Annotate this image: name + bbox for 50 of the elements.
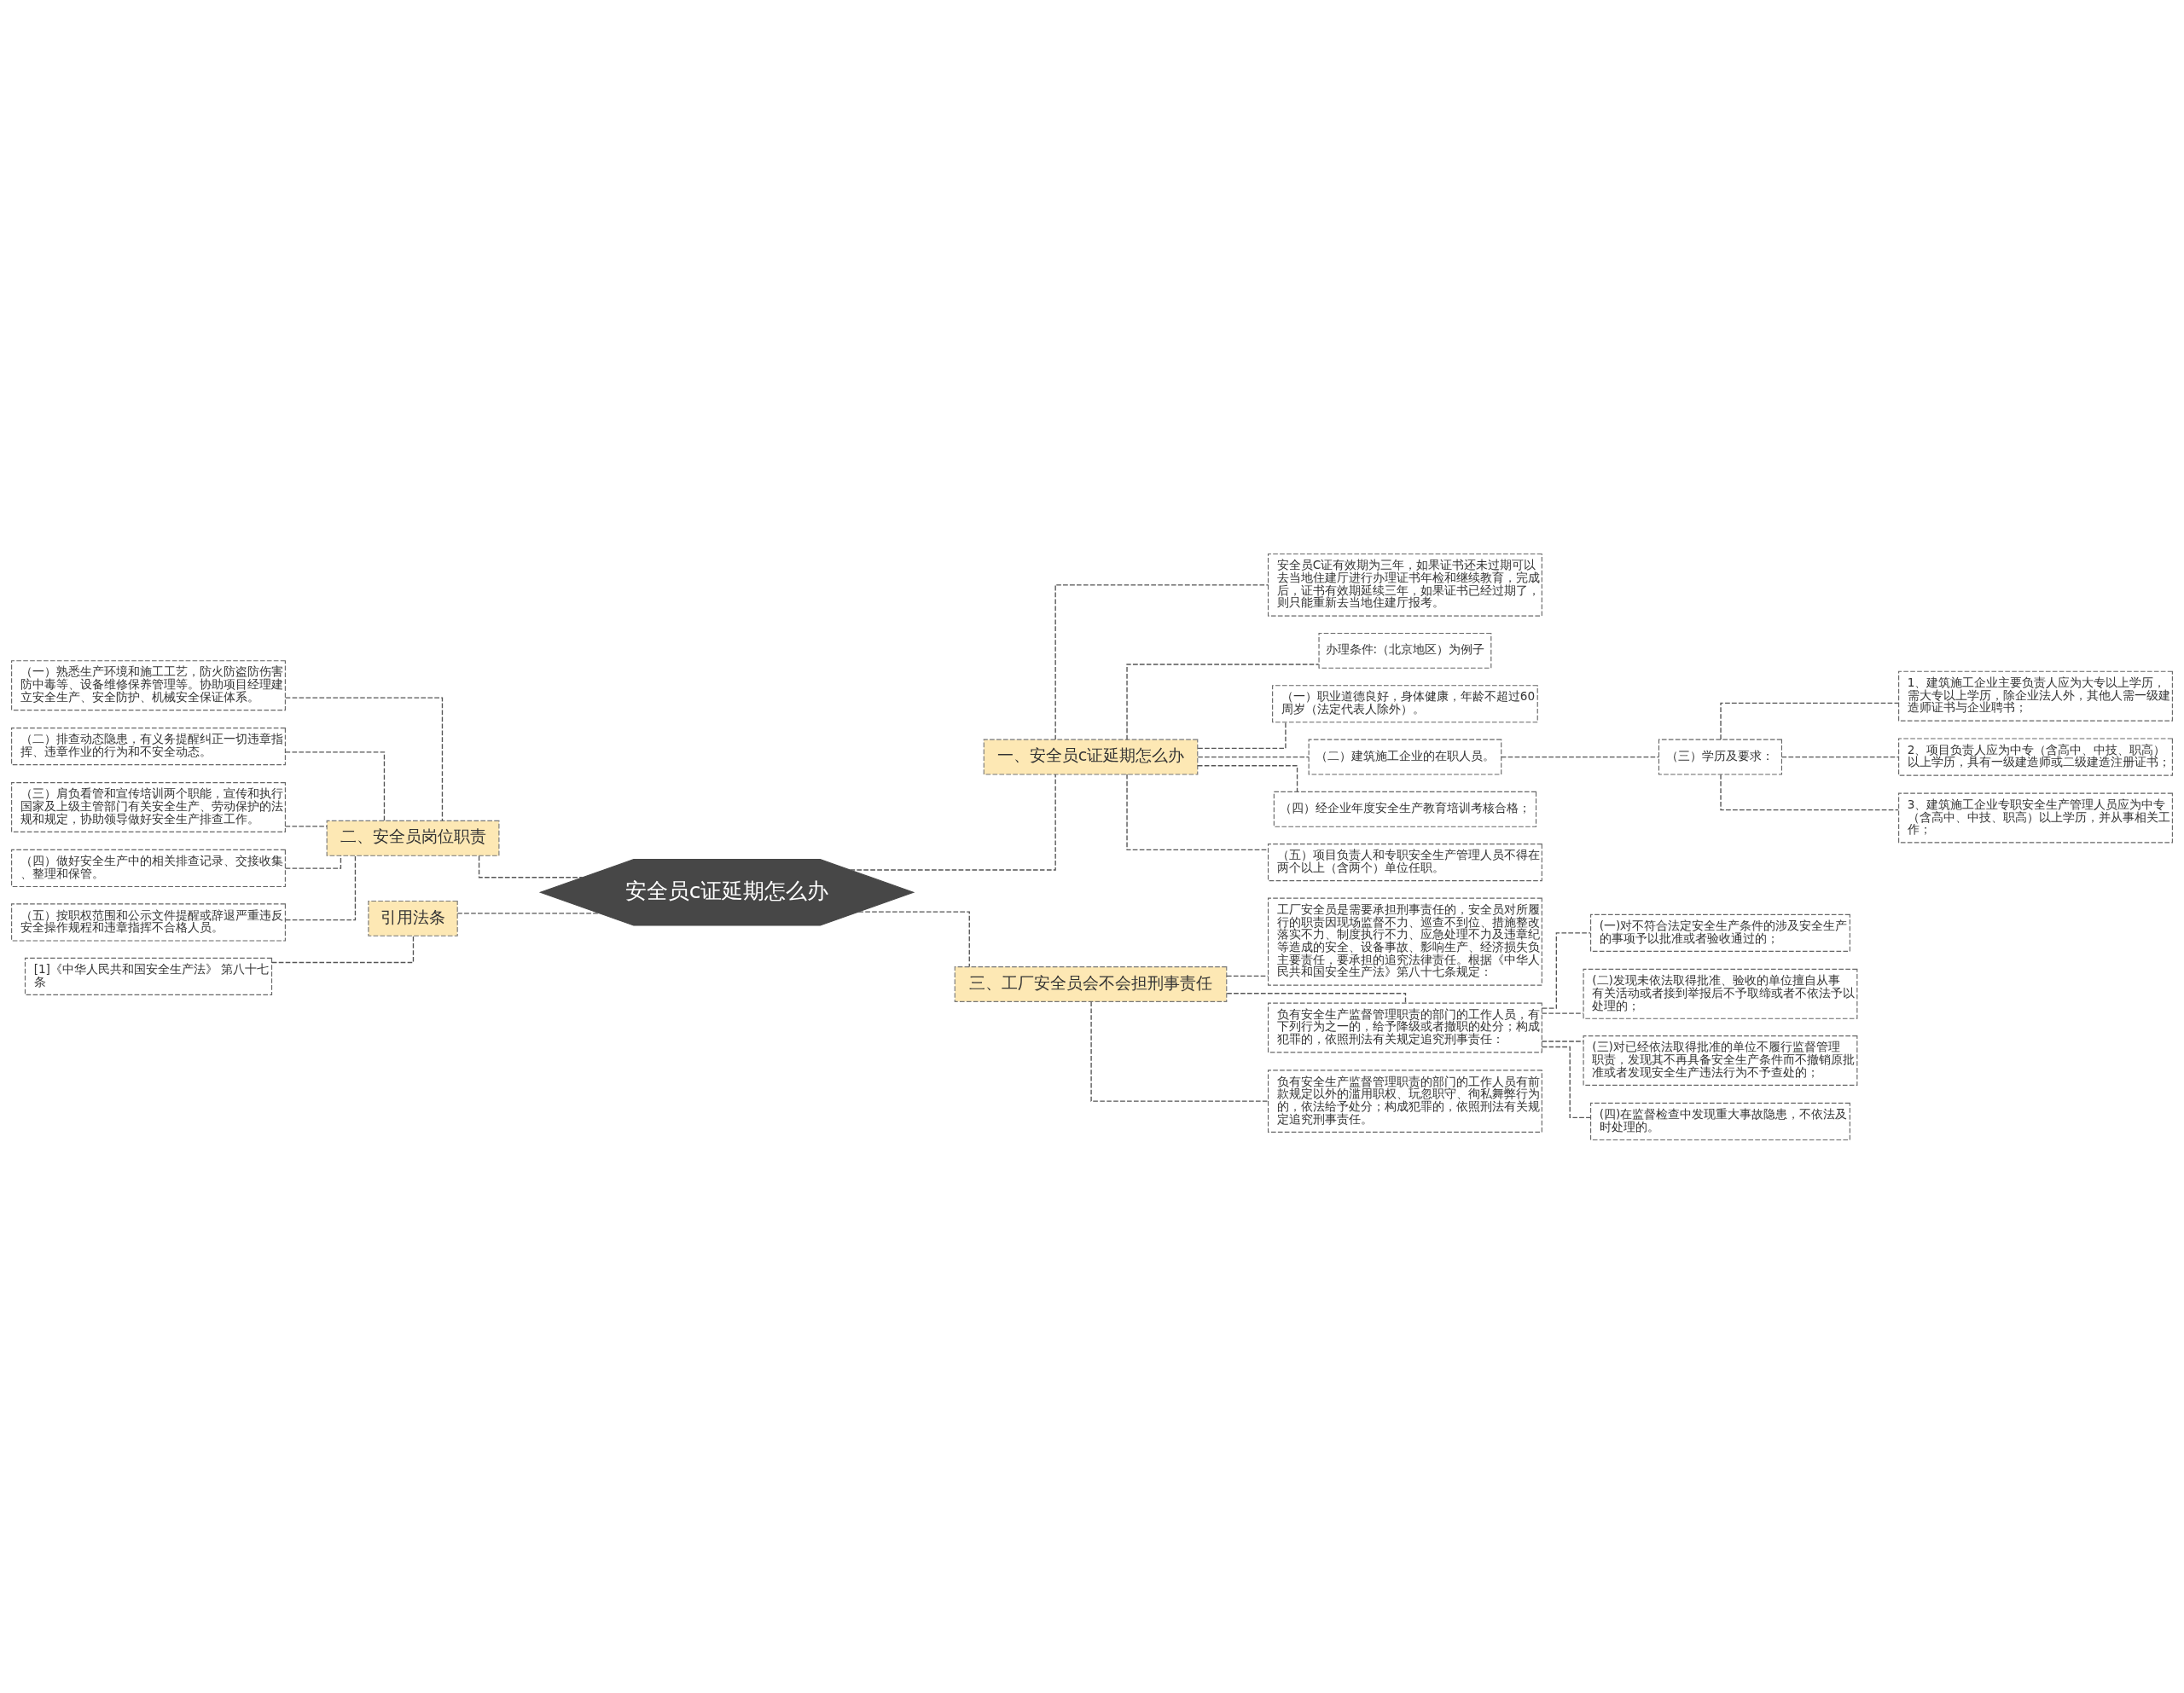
node-box: (三)对已经依法取得批准的单位不履行监督管理职责，发现其不再具备安全生产条件而不撤销原批准或者发现安全生产违法行为不予查处的； xyxy=(1583,1035,1858,1086)
connector xyxy=(285,855,357,920)
node-box: 办理条件:（北京地区）为例子 xyxy=(1318,632,1492,669)
connector xyxy=(271,935,415,963)
node-box: 负有安全生产监督管理职责的部门的工作人员有前款规定以外的滥用职权、玩忽职守、徇私舞弊行为的，依法给予处分；构成犯罪的，依照刑法有关规定追究刑事责任。 xyxy=(1267,1069,1542,1133)
connector xyxy=(1226,992,1407,1003)
connector xyxy=(1197,721,1287,749)
node-box: （一）职业道德良好，身体健康，年龄不超过60周岁（法定代表人除外）。 xyxy=(1272,684,1538,722)
node-box: （四）做好安全生产中的相关排查记录、交接收集、整理和保管。 xyxy=(11,849,286,887)
node-box: 3、建筑施工企业专职安全生产管理人员应为中专（含高中、中技、职高）以上学历，并从事相关工作； xyxy=(1898,792,2173,843)
node-box: 1、建筑施工企业主要负责人应为大专以上学历，需大专以上学历，除企业法人外，其他人需一级建造师证书与企业聘书； xyxy=(1898,670,2173,722)
connector xyxy=(857,910,970,967)
connector xyxy=(284,751,386,821)
node-box: （二）建筑施工企业的在职人员。 xyxy=(1308,739,1502,775)
connector xyxy=(1720,774,1899,810)
connector xyxy=(1501,756,1660,757)
node-box: 安全员C证有效期为三年，如果证书还未过期可以去当地住建厅进行办理证书年检和继续教育，完成后，证书有效期延续三年，如果证书已经过期了，则只能重新去当地住建厅报考。 xyxy=(1267,553,1542,617)
node-box: 2、项目负责人应为中专（含高中、中技、职高）以上学历，具有一级建造师或二级建造注册证书； xyxy=(1898,737,2173,776)
connector xyxy=(1780,756,1899,757)
connector xyxy=(1126,663,1320,740)
node-box: （五）按职权范围和公示文件提醒或辞退严重违反安全操作规程和违章指挥不合格人员。 xyxy=(11,902,286,941)
connector xyxy=(1054,583,1269,740)
node-box: （四）经企业年度安全生产教育培训考核合格； xyxy=(1273,791,1537,827)
node-box: （一）熟悉生产环境和施工工艺，防火防盗防伤害防中毒等、设备维修保养管理等。协助项目经理建立安全生产、安全防护、机械安全保证体系。 xyxy=(11,659,286,710)
node-box: （三）肩负看管和宣传培训两个职能，宣传和执行国家及上级主管部门有关安全生产、劳动保护的法规和规定，协助领导做好安全生产排查工作。 xyxy=(11,781,286,832)
connector xyxy=(284,825,328,827)
node-box: 工厂安全员是需要承担刑事责任的，安全员对所履行的职责因现场监督不力、巡查不到位、措施整改落实不力、制度执行不力、应急处理不力及违章纪等造成的安全、设备事故、影响生产、经济损失负主要责任，要承担的追究法律责任。根据《中华人民共和国安全生产法》第八十七条规定： xyxy=(1267,897,1542,986)
connector xyxy=(284,696,444,821)
connector xyxy=(1197,756,1310,757)
node-box: 负有安全生产监督管理职责的部门的工作人员，有下列行为之一的，给予降级或者撤职的处分；构成犯罪的，依照刑法有关规定追究刑事责任： xyxy=(1267,1002,1542,1052)
node-box: (二)发现未依法取得批准、验收的单位擅自从事有关活动或者接到举报后不予取缔或者不依法予以处理的； xyxy=(1583,968,1858,1019)
node-box: (一)对不符合法定安全生产条件的涉及安全生产的事项予以批准或者验收通过的； xyxy=(1590,913,1850,952)
node-box: （三）学历及要求： xyxy=(1658,739,1782,775)
connector xyxy=(1090,1000,1269,1102)
connector xyxy=(1720,702,1899,740)
connector xyxy=(456,912,601,913)
connector xyxy=(1541,1040,1584,1042)
connector xyxy=(1541,931,1591,1009)
connector xyxy=(849,773,1056,871)
node-box: 引用法条 xyxy=(368,900,458,936)
node-box: （五）项目负责人和专职安全生产管理人员不得在两个以上（含两个）单位任职。 xyxy=(1267,843,1542,881)
node-box: 二、安全员岗位职责 xyxy=(326,820,500,856)
node-box: [1]《中华人民共和国安全生产法》 第八十七条 xyxy=(24,957,273,995)
node-box: （二）排查动态隐患，有义务提醒纠正一切违章指挥、违章作业的行为和不安全动态。 xyxy=(11,727,286,765)
connector xyxy=(1197,764,1298,792)
connector xyxy=(1541,1012,1584,1014)
connector xyxy=(284,855,342,869)
node-box: 一、安全员c证延期怎么办 xyxy=(983,739,1199,775)
node-box: 三、工厂安全员会不会担刑事责任 xyxy=(954,965,1228,1002)
node-box: (四)在监督检查中发现重大事故隐患，不依法及时处理的。 xyxy=(1590,1102,1850,1140)
